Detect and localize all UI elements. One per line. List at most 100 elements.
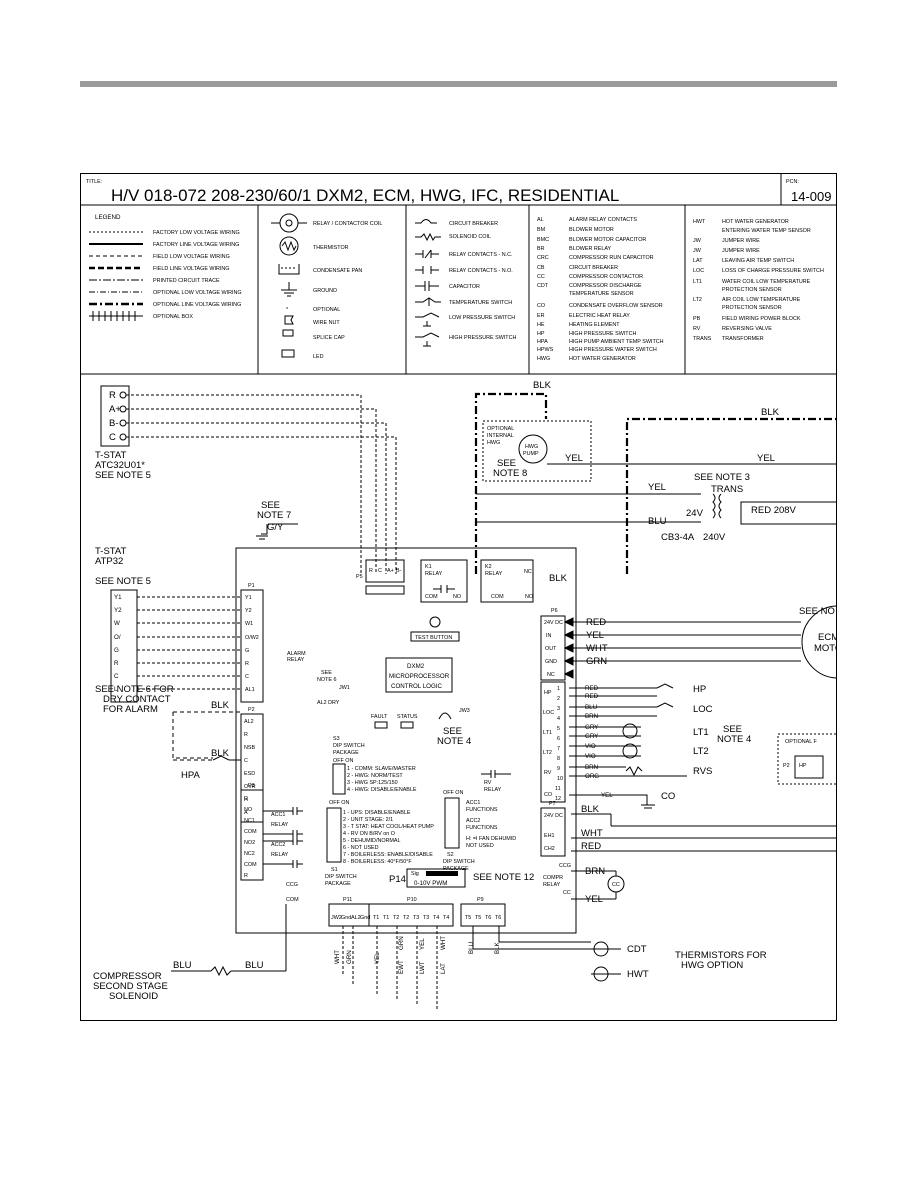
svg-text:HWG OPTION: HWG OPTION bbox=[681, 960, 743, 971]
svg-text:Y1: Y1 bbox=[114, 594, 122, 601]
tstat2-title: T-STAT bbox=[95, 546, 127, 557]
svg-text:HWT: HWT bbox=[693, 219, 706, 225]
svg-text:NC2: NC2 bbox=[244, 851, 255, 857]
svg-text:CIRCUIT BREAKER: CIRCUIT BREAKER bbox=[569, 265, 618, 271]
svg-text:YEL: YEL bbox=[419, 938, 426, 950]
svg-text:NC1: NC1 bbox=[244, 818, 255, 824]
svg-text:GRN: GRN bbox=[586, 656, 607, 667]
p5-terminals: R C A+ B- bbox=[369, 568, 402, 574]
svg-text:DIP SWITCH: DIP SWITCH bbox=[443, 859, 475, 865]
svg-text:BLU: BLU bbox=[173, 960, 192, 971]
svg-text:LWT: LWT bbox=[419, 961, 426, 974]
svg-text:Y2: Y2 bbox=[245, 608, 252, 614]
svg-text:TRANSFORMER: TRANSFORMER bbox=[722, 336, 764, 342]
svg-text:ESD: ESD bbox=[244, 771, 255, 777]
p1-terminals: Y1 Y2 W1 O/W2 G R C AL1 bbox=[245, 595, 259, 693]
test-button[interactable] bbox=[429, 616, 441, 628]
p7-block bbox=[540, 807, 566, 857]
title-label: TITLE: bbox=[86, 179, 102, 185]
legend-symbol-7: SPLICE CAP bbox=[313, 335, 345, 341]
svg-text:RV: RV bbox=[693, 326, 701, 332]
svg-text:YEL: YEL bbox=[601, 792, 613, 799]
see-note12: SEE NOTE 12 bbox=[473, 872, 534, 883]
svg-text:H: =I FAN DEHUMID: H: =I FAN DEHUMID bbox=[466, 836, 516, 842]
svg-text:3 - HWG SP:125/150: 3 - HWG SP:125/150 bbox=[347, 780, 398, 786]
wiring-diagram-svg: TITLE: H/V 018-072 208-230/60/1 DXM2, EC… bbox=[81, 174, 836, 1009]
svg-text:6 - NOT USED: 6 - NOT USED bbox=[343, 845, 379, 851]
svg-text:W1: W1 bbox=[245, 621, 253, 627]
svg-text:RELAY: RELAY bbox=[484, 787, 502, 793]
svg-text:HP: HP bbox=[799, 763, 807, 769]
svg-text:HWG: HWG bbox=[537, 356, 550, 362]
legend-line-8: OPTIONAL BOX bbox=[153, 314, 193, 320]
k1-relay bbox=[420, 559, 468, 603]
svg-text:AL2 DRY: AL2 DRY bbox=[317, 700, 340, 706]
svg-text:COMPR: COMPR bbox=[543, 875, 563, 881]
svg-text:T6: T6 bbox=[485, 915, 491, 921]
p14-label: P14 bbox=[389, 874, 406, 885]
svg-text:JW2: JW2 bbox=[331, 915, 342, 921]
svg-text:T1: T1 bbox=[373, 915, 379, 921]
svg-text:BRN: BRN bbox=[585, 713, 598, 720]
svg-text:OPTIONAL: OPTIONAL bbox=[487, 426, 514, 432]
svg-text:O/: O/ bbox=[114, 634, 121, 641]
svg-text:WHT: WHT bbox=[334, 950, 341, 964]
svg-text:AL2: AL2 bbox=[244, 719, 254, 725]
status-led bbox=[400, 721, 414, 729]
svg-text:RELAY: RELAY bbox=[425, 571, 443, 577]
svg-text:YEL: YEL bbox=[757, 453, 775, 464]
svg-text:R: R bbox=[244, 873, 248, 879]
svg-text:LT2: LT2 bbox=[543, 750, 552, 756]
svg-text:9: 9 bbox=[557, 766, 560, 772]
pcn-label: PCN: bbox=[786, 179, 799, 185]
svg-text:NOT USED: NOT USED bbox=[466, 843, 494, 849]
legend-symbol-2: THERMISTOR bbox=[313, 245, 349, 251]
s2-dip-switch[interactable] bbox=[444, 797, 460, 849]
s1-dip-switch[interactable] bbox=[326, 807, 342, 863]
svg-text:3 - T STAT: HEAT COOL/HEAT PUM: 3 - T STAT: HEAT COOL/HEAT PUMP bbox=[343, 824, 434, 830]
svg-text:DIP SWITCH: DIP SWITCH bbox=[325, 874, 357, 880]
pcn-number: 14-009 bbox=[791, 189, 831, 204]
s3-dip-switch[interactable] bbox=[332, 763, 346, 795]
svg-text:8 - BOILERLESS: 40°F/50°F: 8 - BOILERLESS: 40°F/50°F bbox=[343, 859, 412, 865]
svg-text:1: 1 bbox=[557, 686, 560, 692]
legend-line-3: FIELD LOW VOLTAGE WIRING bbox=[153, 254, 230, 260]
svg-text:GRN: GRN bbox=[346, 950, 353, 964]
svg-text:T1: T1 bbox=[383, 915, 389, 921]
svg-text:T3: T3 bbox=[413, 915, 419, 921]
svg-text:LT1: LT1 bbox=[543, 730, 552, 736]
svg-text:T4: T4 bbox=[433, 915, 439, 921]
svg-text:AIR COIL LOW TEMPERATURE: AIR COIL LOW TEMPERATURE bbox=[722, 297, 801, 303]
ground-wire-gy: G/Y bbox=[267, 522, 284, 533]
svg-text:A: A bbox=[244, 810, 248, 816]
svg-text:TRANS: TRANS bbox=[711, 484, 743, 495]
test-button-label: TEST BUTTON bbox=[415, 635, 452, 641]
legend-symbol-6: WIRE NUT bbox=[313, 320, 340, 326]
legend-symbol-3: CONDENSATE PAN bbox=[313, 268, 362, 274]
svg-text:PROTECTION SENSOR: PROTECTION SENSOR bbox=[722, 287, 782, 293]
svg-text:FIELD WIRING POWER BLOCK: FIELD WIRING POWER BLOCK bbox=[722, 316, 801, 322]
legend-symbol-8: LED bbox=[313, 354, 324, 360]
tstat1-term-r: R bbox=[109, 390, 116, 401]
svg-text:T5: T5 bbox=[465, 915, 471, 921]
svg-text:G: G bbox=[114, 647, 119, 654]
svg-text:Gnd: Gnd bbox=[360, 915, 370, 921]
svg-text:AL1: AL1 bbox=[245, 687, 255, 693]
svg-text:FUNCTIONS: FUNCTIONS bbox=[466, 807, 498, 813]
svg-text:RELAY: RELAY bbox=[287, 657, 305, 663]
svg-text:EWT: EWT bbox=[398, 960, 405, 974]
svg-text:R: R bbox=[245, 661, 249, 667]
svg-text:NOTE 4: NOTE 4 bbox=[437, 736, 471, 747]
svg-text:Y1: Y1 bbox=[245, 595, 252, 601]
legend-symbol-4: GROUND bbox=[313, 288, 337, 294]
legend-line-6: OPTIONAL LOW VOLTAGE WIRING bbox=[153, 290, 242, 296]
svg-text:FUNCTIONS: FUNCTIONS bbox=[466, 825, 498, 831]
svg-text:HWG: HWG bbox=[525, 444, 538, 450]
svg-text:WHT: WHT bbox=[581, 828, 603, 839]
svg-text:3: 3 bbox=[557, 706, 560, 712]
svg-text:JW1: JW1 bbox=[339, 685, 350, 691]
svg-text:BM: BM bbox=[537, 227, 546, 233]
p14-block bbox=[406, 868, 466, 888]
svg-text:PACKAGE: PACKAGE bbox=[333, 750, 359, 756]
